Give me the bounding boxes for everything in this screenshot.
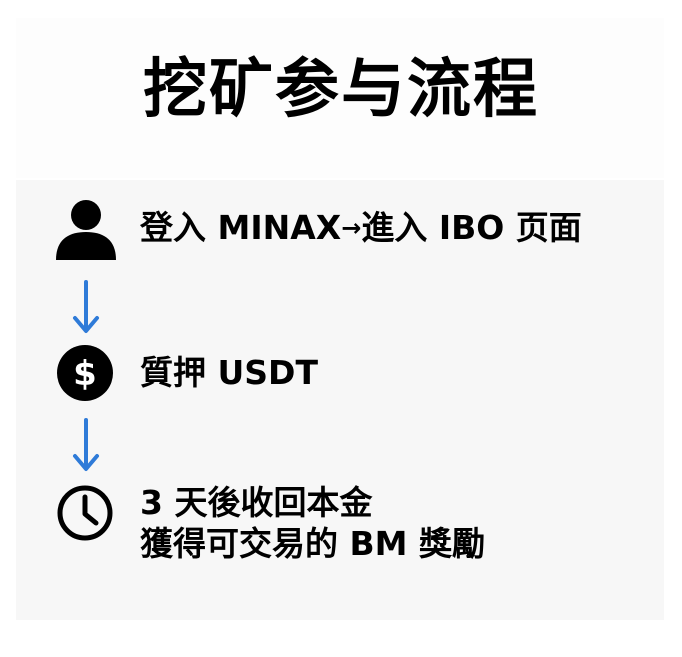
step-2-text: 質押 USDT — [140, 353, 318, 392]
svg-text:$: $ — [73, 354, 97, 394]
inline-arrow: → — [341, 214, 362, 242]
step-1-part-a: 登入 MINAX — [140, 208, 342, 247]
step-3-text: 3 天後收回本金 獲得可交易的 BM 獎勵 — [140, 482, 485, 565]
step-1-part-b: 進入 IBO 页面 — [361, 208, 582, 247]
page-title: 挖矿参与流程 — [143, 53, 539, 127]
arrow-down-icon — [73, 280, 99, 333]
step-3-line-1: 3 天後收回本金 — [140, 483, 373, 522]
clock-icon — [57, 485, 113, 541]
step-1-text: 登入 MINAX→進入 IBO 页面 — [140, 207, 582, 248]
dollar-coin-icon: $ — [57, 345, 113, 401]
person-icon — [56, 200, 116, 260]
step-3-line-2: 獲得可交易的 BM 獎勵 — [140, 524, 485, 564]
steps-panel — [16, 180, 664, 620]
arrow-down-icon — [73, 418, 99, 471]
title-panel — [16, 18, 664, 178]
